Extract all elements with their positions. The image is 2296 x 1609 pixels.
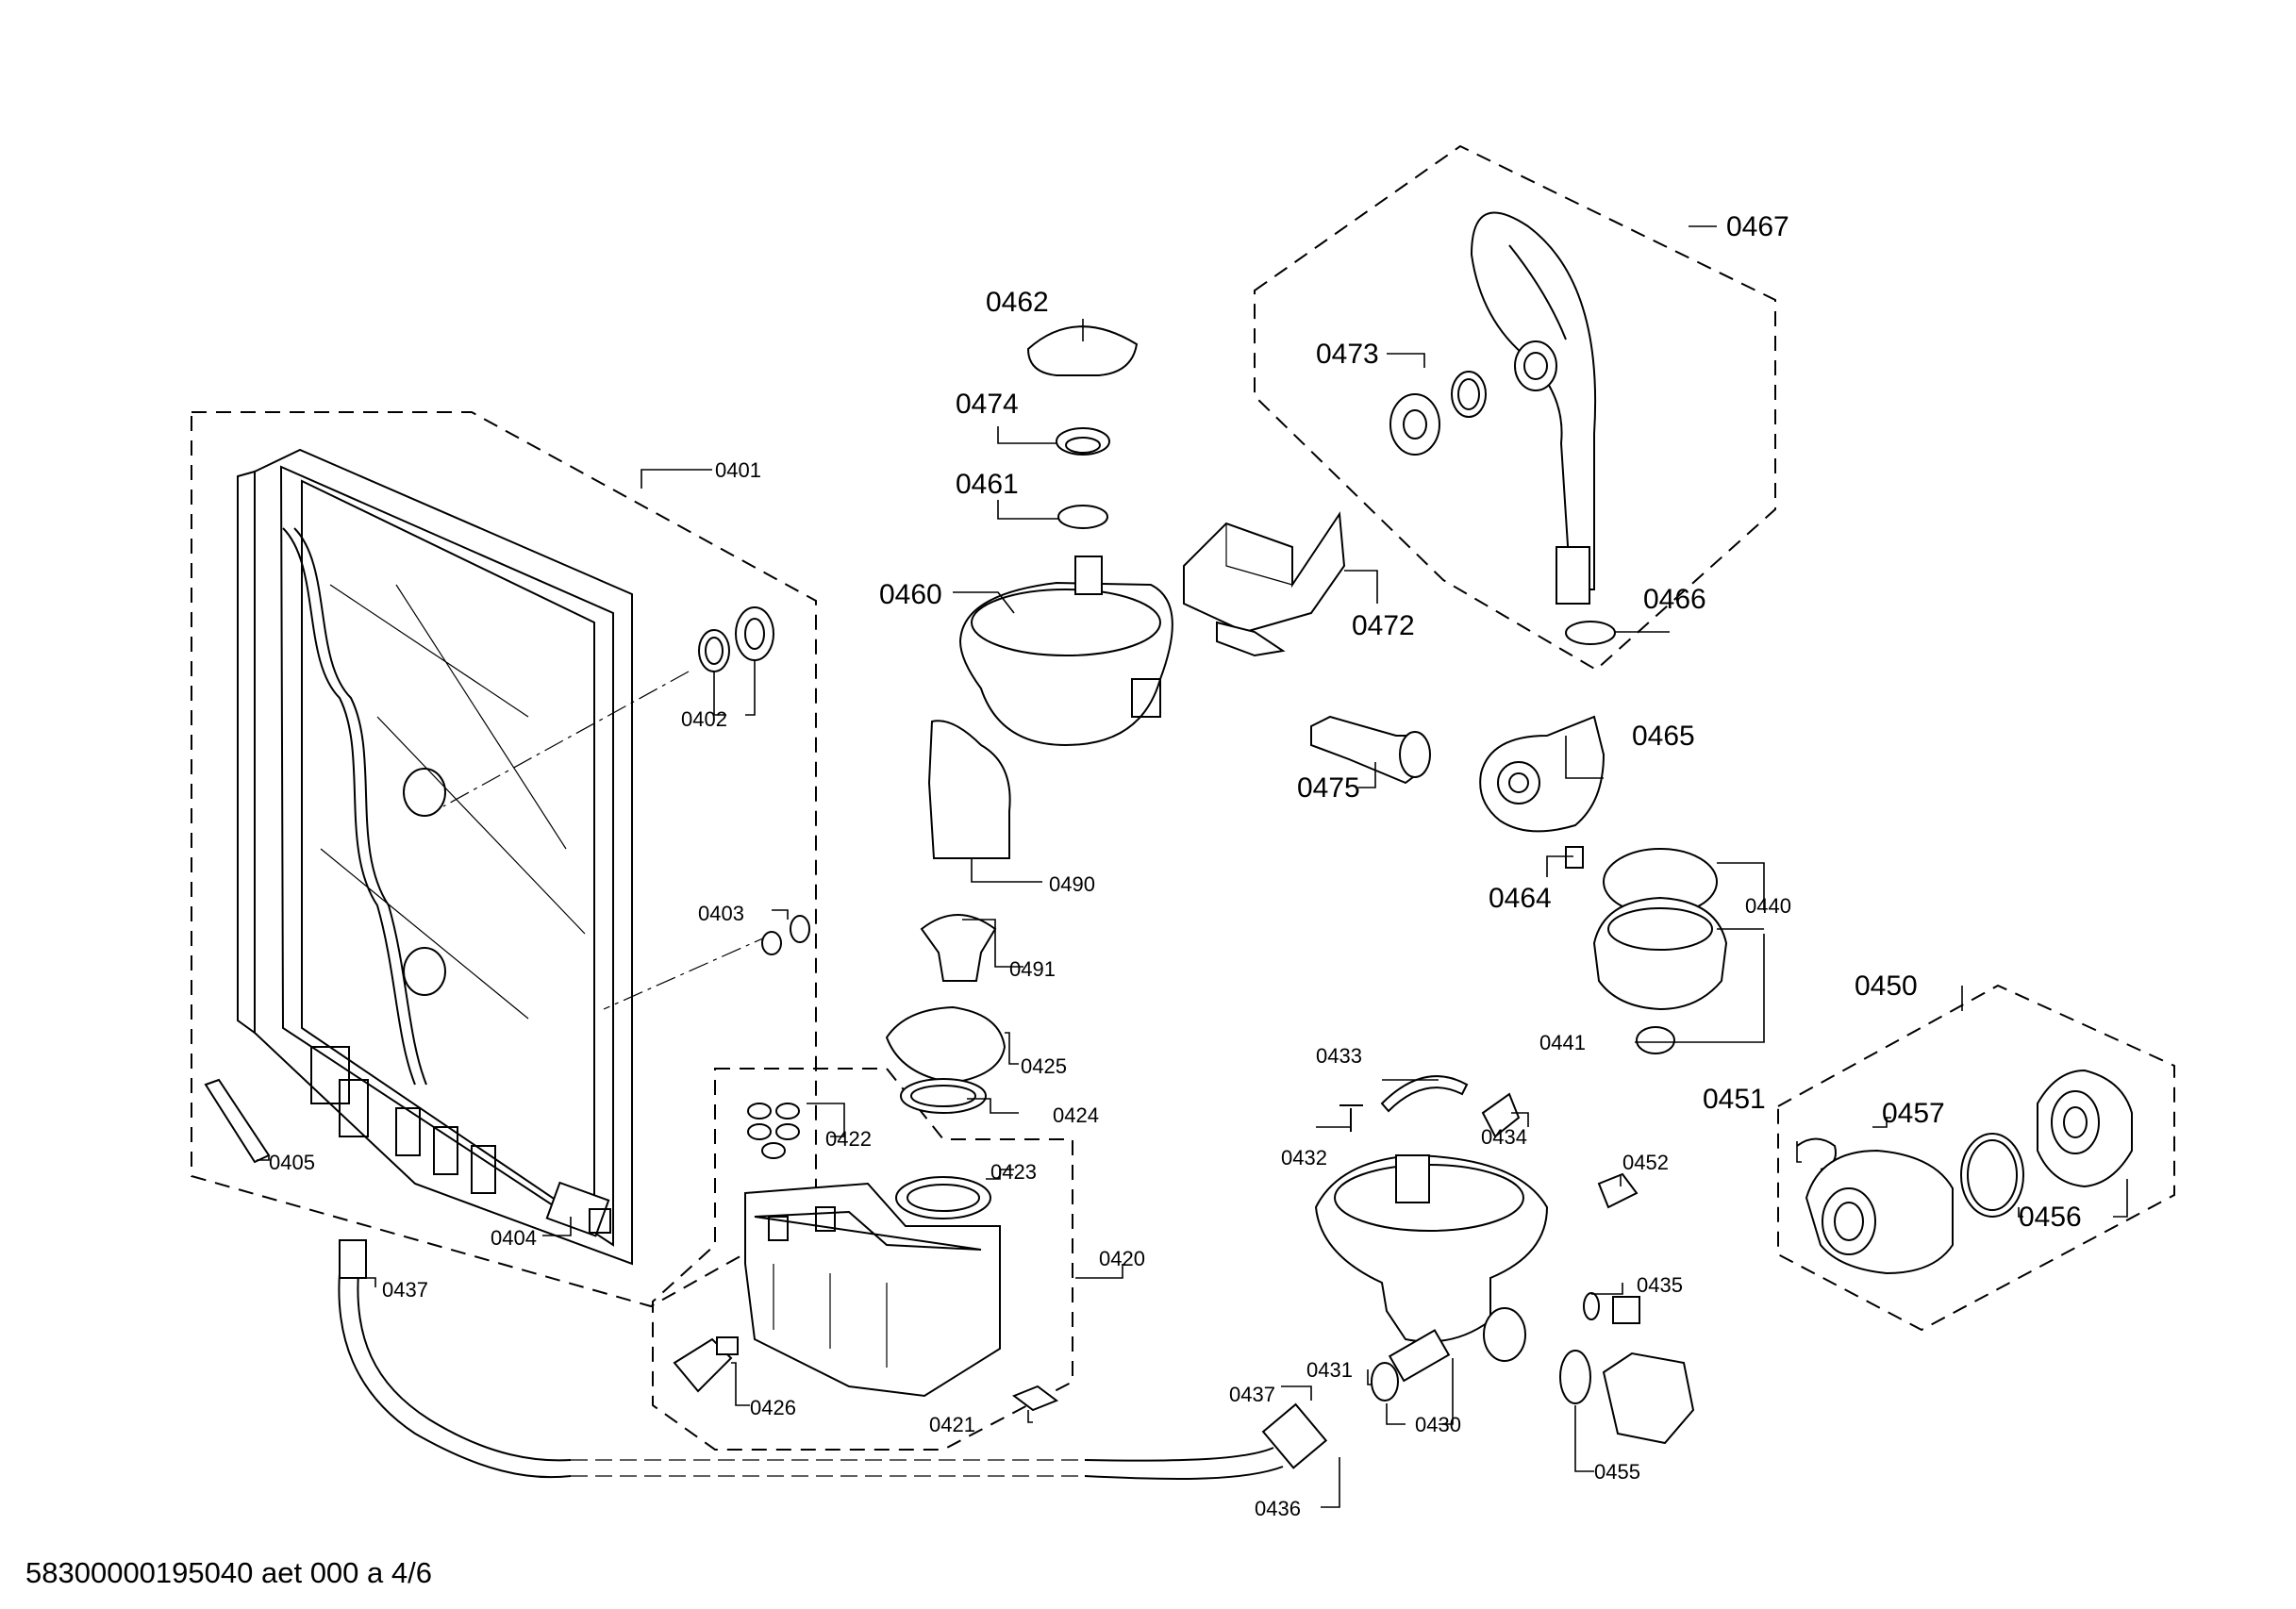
label-0457: 0457	[1882, 1098, 1945, 1129]
label-0425: 0425	[1021, 1054, 1067, 1078]
alignment-line-0402	[442, 671, 690, 807]
label-0441: 0441	[1539, 1031, 1586, 1054]
part-0423	[895, 1176, 991, 1219]
part-labels: 0401 0402 0403 0404 0405 0437 0462 0474 …	[269, 211, 2082, 1520]
part-0433	[1380, 1075, 1469, 1113]
label-0461: 0461	[956, 469, 1019, 500]
part-0441	[1636, 1026, 1675, 1054]
label-0475: 0475	[1297, 772, 1360, 804]
label-0420: 0420	[1099, 1247, 1145, 1270]
part-0434	[1481, 1092, 1521, 1138]
part-0420-housing	[744, 1182, 1001, 1398]
part-0422	[747, 1103, 800, 1159]
label-0472: 0472	[1352, 610, 1415, 641]
part-0456-motor	[2037, 1069, 2133, 1188]
label-0430: 0430	[1415, 1413, 1461, 1436]
label-0456: 0456	[2019, 1202, 2082, 1233]
label-0422: 0422	[825, 1127, 872, 1151]
label-0435: 0435	[1637, 1273, 1683, 1297]
part-0474	[1056, 427, 1110, 456]
label-0434: 0434	[1481, 1125, 1527, 1149]
part-0462	[1026, 325, 1139, 376]
part-0435	[1583, 1292, 1640, 1324]
part-0424	[900, 1078, 987, 1114]
label-0433: 0433	[1316, 1044, 1362, 1068]
label-0467: 0467	[1726, 211, 1789, 242]
leader-lines	[257, 225, 2128, 1508]
part-0455	[1559, 1350, 1695, 1445]
label-0491: 0491	[1009, 957, 1056, 981]
label-0474: 0474	[956, 389, 1019, 420]
part-0467	[1470, 211, 1597, 605]
tub-panel	[237, 448, 633, 1266]
drain-hose	[338, 1239, 1328, 1480]
part-0440	[1592, 848, 1728, 1011]
label-0462: 0462	[986, 287, 1049, 318]
label-0421: 0421	[929, 1413, 975, 1436]
label-0450: 0450	[1855, 970, 1918, 1002]
part-0464	[1565, 846, 1584, 869]
alignment-line-0403	[603, 933, 774, 1010]
label-0424: 0424	[1053, 1103, 1099, 1127]
label-0423: 0423	[990, 1160, 1037, 1184]
part-0461	[1057, 505, 1108, 529]
label-0432: 0432	[1281, 1146, 1327, 1169]
label-0460: 0460	[879, 579, 942, 610]
group-box-0467	[1254, 144, 1776, 672]
part-0465	[1479, 715, 1606, 833]
part-0490	[927, 720, 1011, 859]
part-0491	[920, 914, 997, 982]
part-0421	[1011, 1385, 1059, 1412]
label-0404: 0404	[491, 1226, 537, 1250]
part-0426	[673, 1336, 739, 1393]
part-0431	[1371, 1362, 1399, 1402]
label-0466: 0466	[1643, 584, 1706, 615]
part-0456-ring	[1960, 1133, 2024, 1218]
part-0405	[204, 1078, 271, 1164]
label-0431: 0431	[1306, 1358, 1353, 1382]
label-0464: 0464	[1489, 883, 1552, 914]
label-0436: 0436	[1255, 1497, 1301, 1520]
label-0401: 0401	[715, 458, 761, 482]
label-0455: 0455	[1594, 1460, 1640, 1484]
part-0403	[761, 915, 810, 955]
part-0460	[958, 556, 1173, 747]
part-0425	[885, 1005, 1007, 1085]
label-0465: 0465	[1632, 721, 1695, 752]
part-0457	[1805, 1149, 1954, 1275]
document-footer-code: 58300000195040 aet 000 a 4/6	[25, 1556, 432, 1589]
part-0452	[1597, 1172, 1639, 1209]
label-0490: 0490	[1049, 872, 1095, 896]
label-0403: 0403	[698, 902, 744, 925]
group-box-0420	[652, 1068, 1073, 1451]
label-0440: 0440	[1745, 894, 1791, 918]
label-0437-lower: 0437	[1229, 1383, 1275, 1406]
label-0473: 0473	[1316, 339, 1379, 370]
label-0402: 0402	[681, 707, 727, 731]
group-box-0450	[1777, 984, 2175, 1332]
part-0430	[1314, 1153, 1549, 1383]
label-0405: 0405	[269, 1151, 315, 1174]
part-0475	[1310, 715, 1431, 785]
label-0452: 0452	[1622, 1151, 1669, 1174]
part-0473	[1389, 371, 1487, 456]
part-0402	[698, 606, 774, 672]
part-0466	[1565, 621, 1616, 645]
label-0437-upper: 0437	[382, 1278, 428, 1302]
label-0451: 0451	[1703, 1084, 1766, 1115]
part-0472	[1183, 511, 1346, 657]
label-0426: 0426	[750, 1396, 796, 1419]
